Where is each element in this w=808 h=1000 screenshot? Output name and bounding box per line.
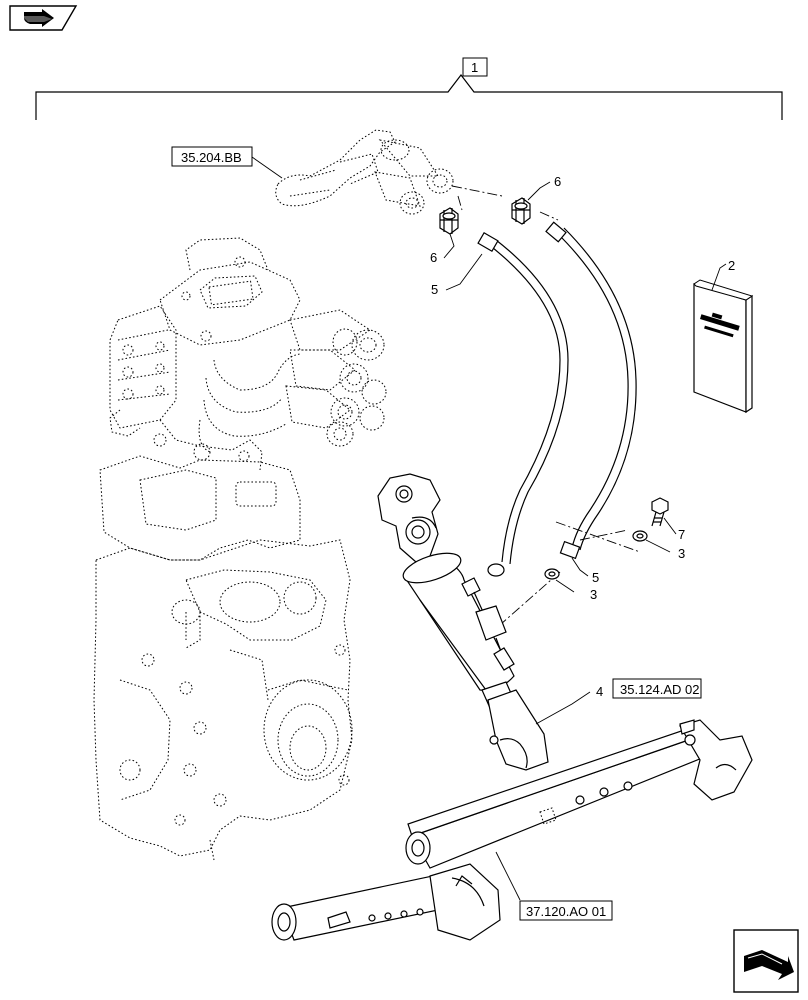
callout-1: 1 [471,60,478,75]
fitting-6-right: 6 [511,174,561,225]
callout-6-right: 6 [554,174,561,189]
bolt-7: 7 [651,497,685,542]
hose-5-left: 5 [431,231,569,577]
washer-3-upper: 3 [632,530,685,561]
operator-manual: 2 [693,258,754,414]
control-valve-assembly [109,129,454,471]
lift-arm-lower [271,863,501,941]
lift-arm-upper [405,719,753,869]
previous-page-icon[interactable] [9,5,78,31]
callout-7: 7 [678,527,685,542]
reference-label-37-120-AO-01: 37.120.AO 01 [526,904,606,919]
callout-5-right: 5 [592,570,599,585]
reference-label-35-204-BB: 35.204.BB [181,150,242,165]
callout-4: 4 [596,684,603,699]
next-page-icon[interactable] [733,929,799,993]
reference-label-35-124-AD-02: 35.124.AD 02 [620,682,700,697]
callout-5-left: 5 [431,282,438,297]
rear-housing [93,455,353,861]
washer-3-lower: 3 [544,568,597,602]
callout-3-lower: 3 [590,587,597,602]
callout-3-upper: 3 [678,546,685,561]
lift-cylinder: 4 [377,473,603,771]
reference-35-204-BB[interactable]: 35.204.BB [171,146,283,179]
callout-6-left: 6 [430,250,437,265]
reference-35-124-AD-02[interactable]: 35.124.AD 02 [612,678,702,699]
hose-5-right: 5 [545,221,637,585]
reference-37-120-AO-01[interactable]: 37.120.AO 01 [495,851,613,921]
callout-2: 2 [728,258,735,273]
assembly-bracket: 1 [35,57,783,120]
fitting-6-left: 6 [430,207,459,265]
